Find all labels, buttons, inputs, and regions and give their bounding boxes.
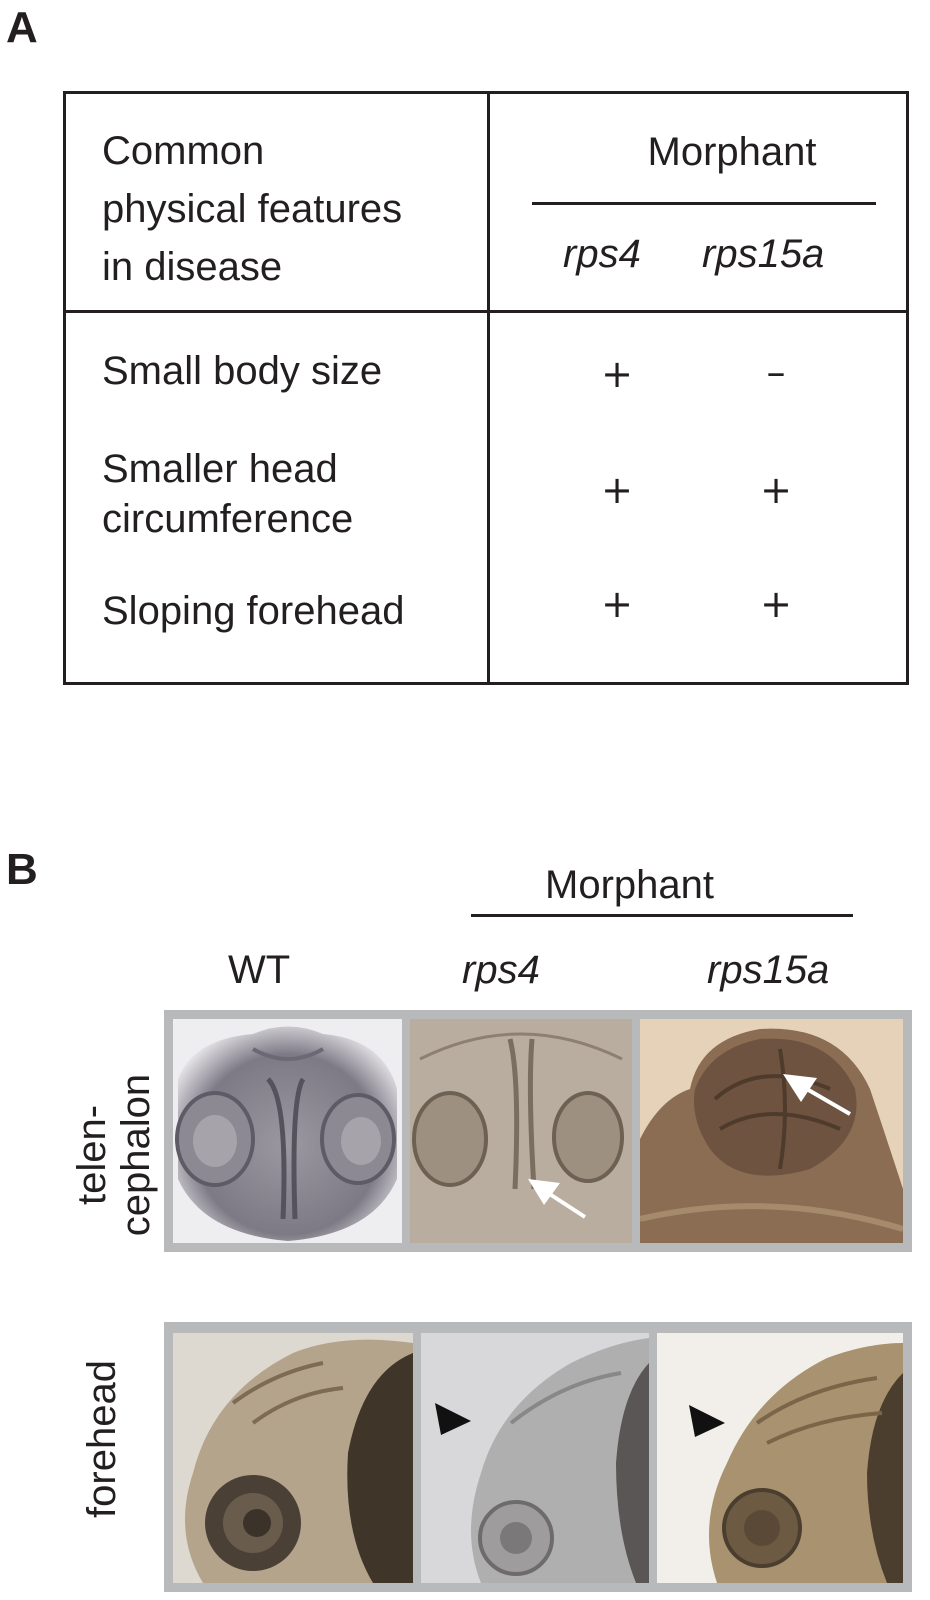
- telencephalon-image-frame: [164, 1010, 912, 1252]
- row-label-telencephalon: telen- cephalon: [70, 1073, 158, 1237]
- row-label-line: Smaller head: [102, 447, 338, 491]
- wt-forehead-photo: [173, 1333, 413, 1583]
- rps15a-telencephalon-photo: [640, 1019, 903, 1243]
- column-label-rps4: rps4: [462, 948, 540, 992]
- table-header-divider: [66, 310, 906, 313]
- forehead-image-frame: [164, 1322, 912, 1592]
- column-label-rps15a: rps15a: [707, 948, 830, 992]
- rps15a-forehead-photo: [657, 1333, 903, 1583]
- row-label-line: Small body size: [102, 349, 383, 393]
- column-header-rps4: rps4: [563, 232, 641, 276]
- table-row-label: Smaller head circumference: [102, 444, 482, 544]
- header-line: Common: [102, 129, 265, 173]
- morphant-group-rule: [471, 914, 853, 917]
- morphant-group-header: Morphant: [647, 130, 817, 174]
- panel-a-label: A: [6, 3, 38, 52]
- column-label-wt: WT: [228, 948, 291, 992]
- row-label-forehead: forehead: [80, 1360, 124, 1518]
- header-line: physical features: [102, 187, 403, 231]
- cell-rps15a-forehead: +: [760, 582, 792, 626]
- rps4-telencephalon-photo: [410, 1019, 632, 1243]
- arrow-icon: [528, 1179, 587, 1219]
- morphant-group-header: Morphant: [545, 863, 714, 907]
- row-label-line: Sloping forehead: [102, 589, 405, 633]
- arrowhead-icon: [689, 1405, 725, 1437]
- table-column-divider: [487, 94, 490, 682]
- cell-rps15a-head: +: [760, 468, 792, 512]
- rps4-forehead-photo: [421, 1333, 649, 1583]
- row-label-line: circumference: [102, 497, 354, 541]
- column-header-rps15a: rps15a: [702, 232, 825, 276]
- wt-telencephalon-photo: [173, 1019, 402, 1243]
- arrow-icon: [783, 1074, 852, 1116]
- features-table: Common physical features in disease Morp…: [63, 91, 909, 685]
- features-column-header: Common physical features in disease: [102, 122, 472, 296]
- panel-b-label: B: [6, 845, 38, 894]
- cell-rps4-forehead: +: [601, 582, 633, 626]
- arrowhead-icon: [435, 1403, 471, 1435]
- morphant-group-rule: [532, 202, 876, 205]
- header-line: in disease: [102, 245, 283, 289]
- cell-rps4-small-body: +: [601, 352, 633, 396]
- table-row-label: Small body size: [102, 346, 482, 396]
- cell-rps4-head: +: [601, 468, 633, 512]
- cell-rps15a-small-body: –: [766, 350, 786, 394]
- table-row-label: Sloping forehead: [102, 586, 482, 636]
